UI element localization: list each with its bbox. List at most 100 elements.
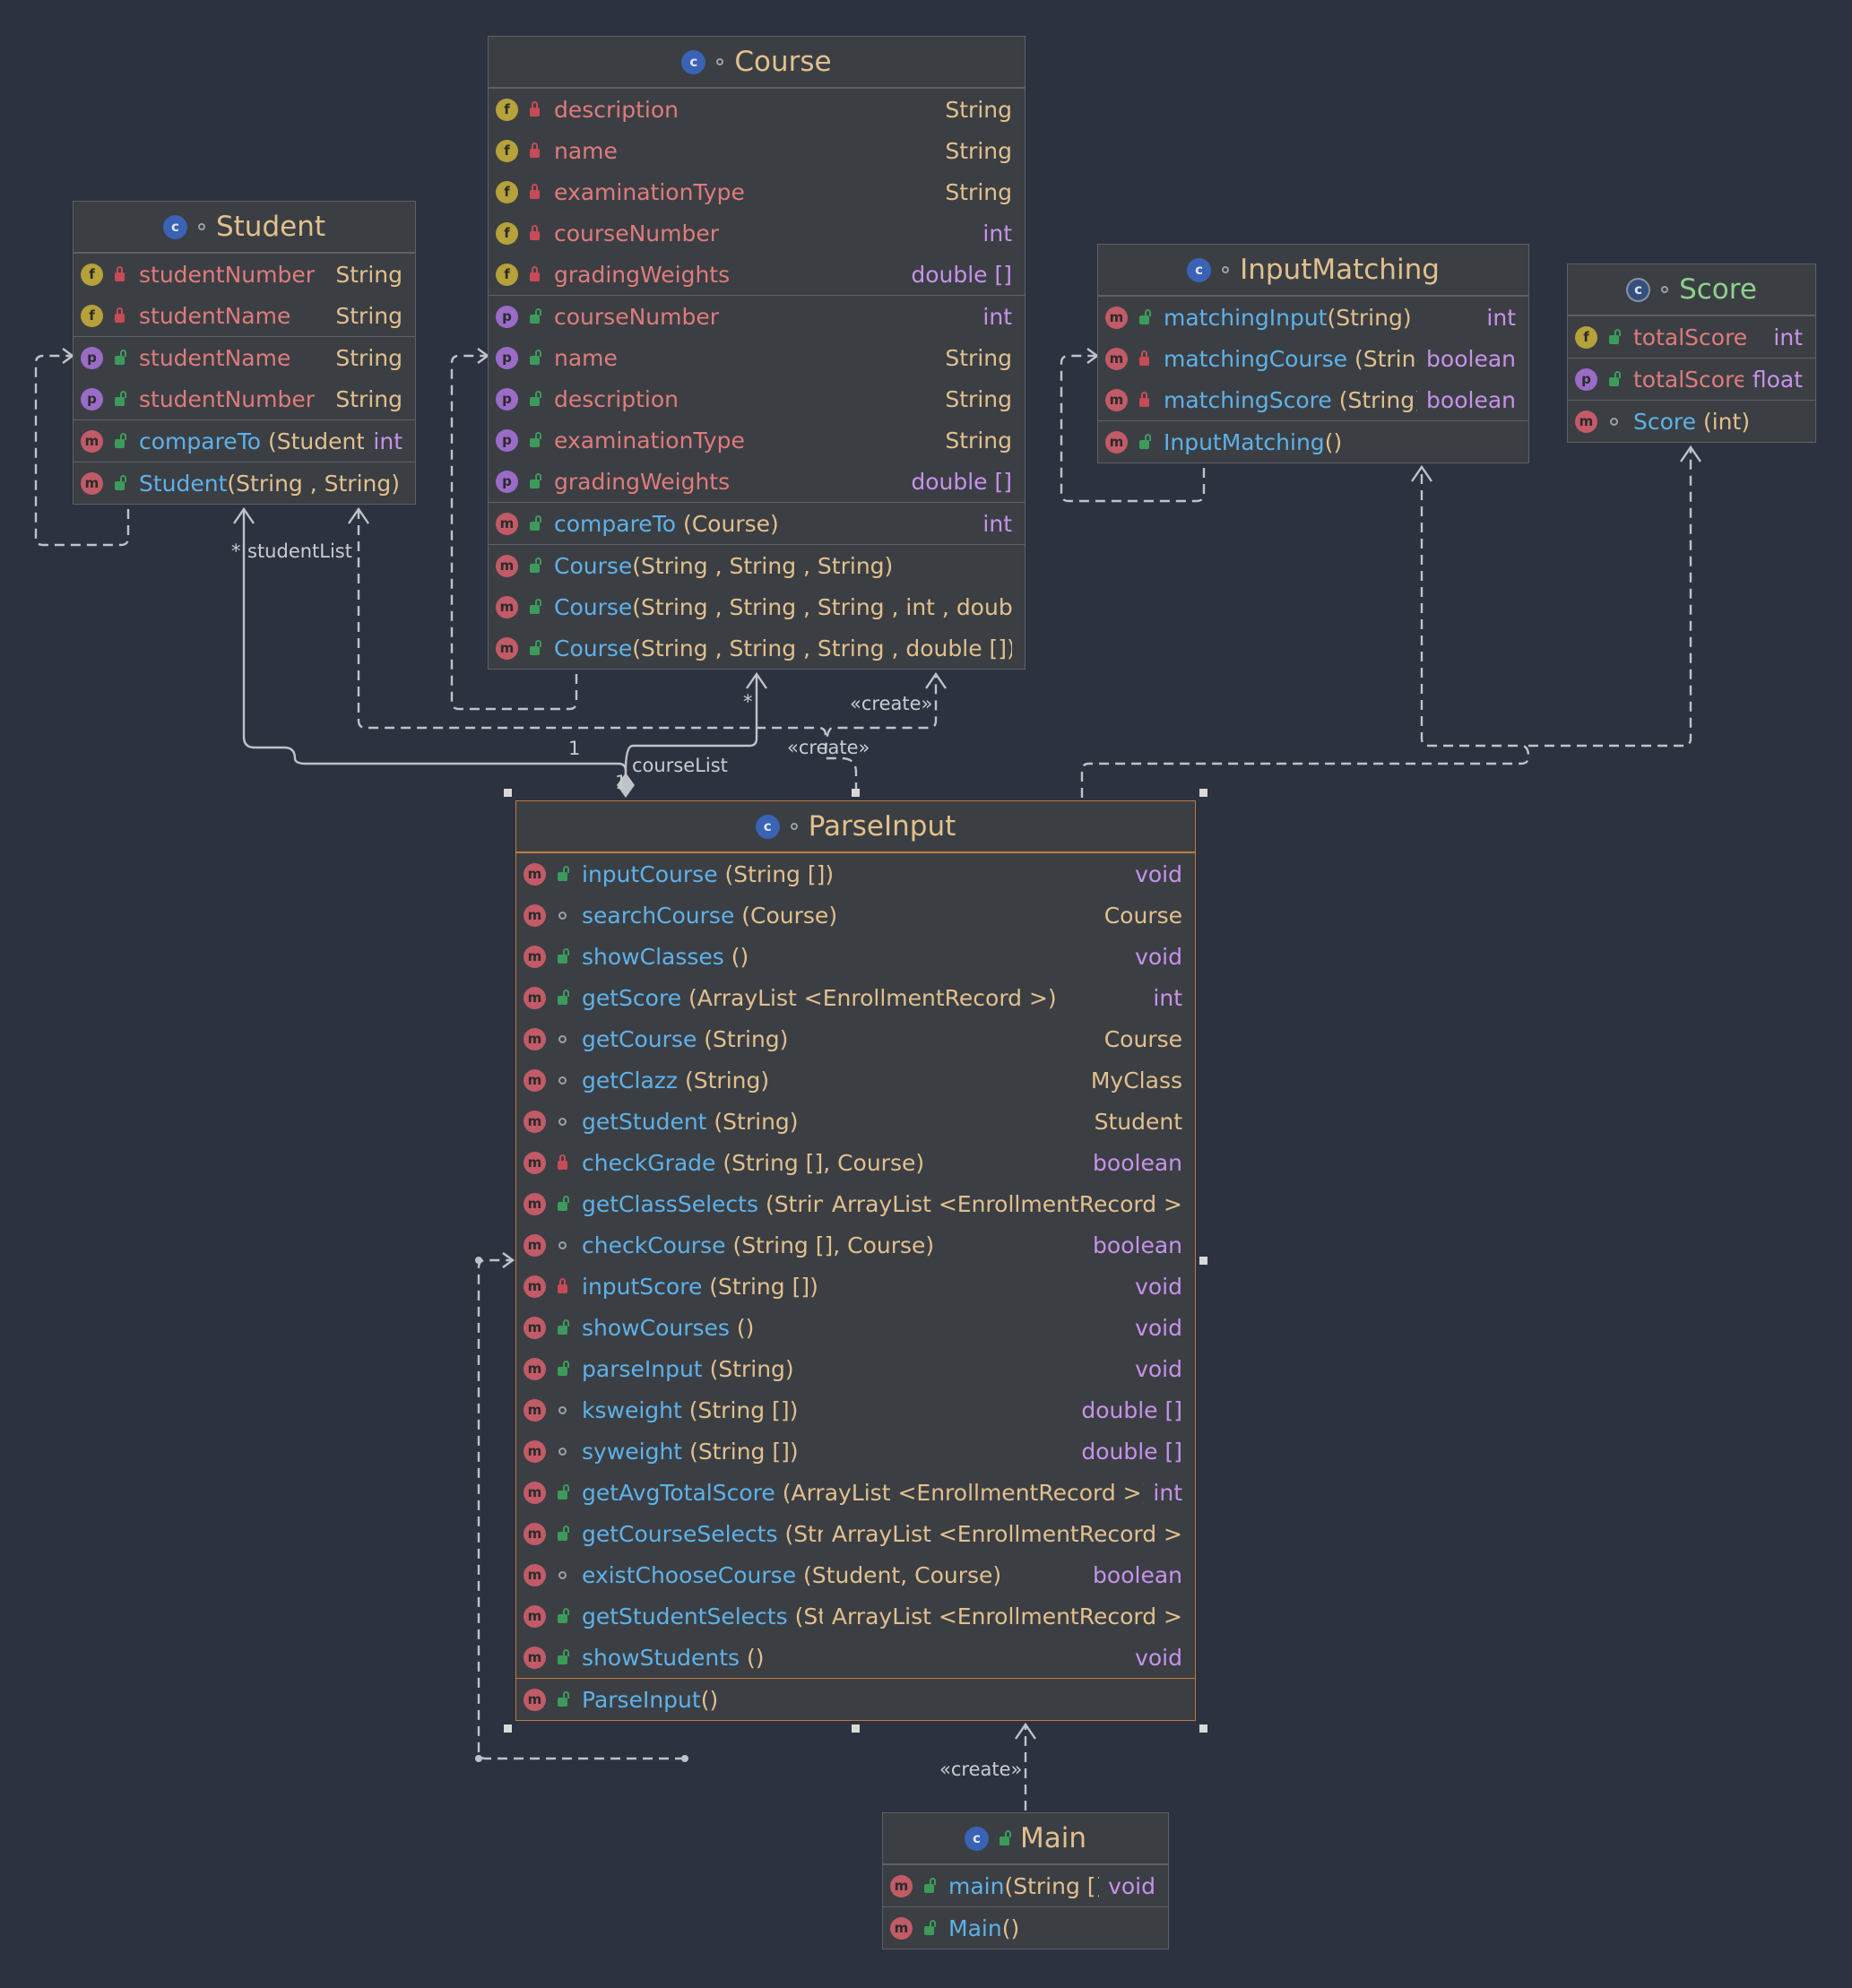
property-type: String [335, 344, 402, 371]
method-icon: m [524, 903, 546, 927]
method-icon: m [81, 471, 103, 495]
selection-handle[interactable] [852, 1724, 860, 1733]
method-return-type: boolean [1093, 1232, 1182, 1258]
field-icon: f [496, 139, 518, 162]
field-type: double [] [911, 261, 1012, 288]
method-icon: m [524, 1688, 546, 1711]
package-private-icon [1222, 266, 1230, 273]
method-return-type: int [982, 510, 1012, 537]
selection-handle[interactable] [852, 789, 860, 797]
property-name: studentNumber [139, 385, 315, 412]
property-type: String [945, 385, 1012, 412]
field-icon: f [496, 180, 518, 203]
edge-courselist [624, 674, 758, 787]
method-return-type: void [1135, 860, 1182, 887]
class-icon: c [755, 814, 780, 839]
method-return-type: void [1135, 1644, 1182, 1671]
property-type: double [] [911, 468, 1012, 495]
method-name: getClassSelects (String) [582, 1190, 823, 1217]
method-icon: m [524, 1357, 546, 1380]
method-name: getAvgTotalScore (ArrayList <EnrollmentR… [582, 1479, 1145, 1506]
field-name: description [554, 96, 679, 123]
method-name: checkGrade (String [], Course) [582, 1149, 925, 1176]
property-name: courseNumber [554, 303, 719, 330]
selection-handle[interactable] [504, 1724, 512, 1733]
method-icon: m [524, 1151, 546, 1174]
method-return-type: boolean [1093, 1561, 1182, 1588]
public-lock-icon [114, 432, 126, 448]
method-return-type: void [1135, 1314, 1182, 1341]
selection-handle[interactable] [504, 789, 512, 797]
selection-handle[interactable] [1199, 1257, 1207, 1265]
method-return-type: Course [1103, 1025, 1182, 1052]
property-type: String [945, 427, 1012, 454]
property-name: gradingWeights [554, 468, 731, 495]
method-icon: m [524, 986, 546, 1009]
selection-handle[interactable] [1199, 789, 1207, 797]
label-studentlist: studentList [247, 540, 352, 562]
public-lock-icon [529, 472, 541, 488]
selection-handle[interactable] [1199, 1724, 1207, 1733]
